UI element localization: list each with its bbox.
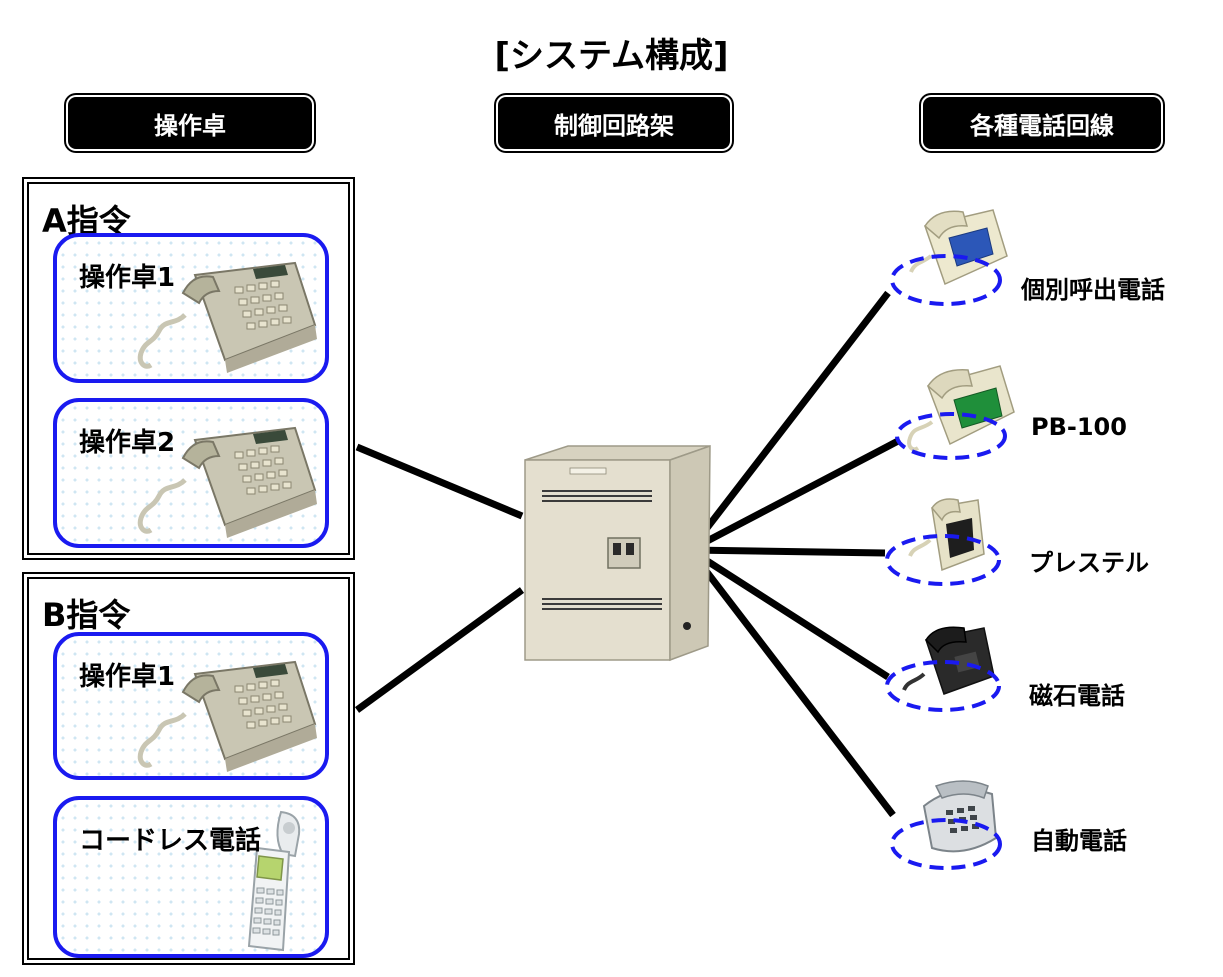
phone-line-label: PB-100 (1031, 413, 1127, 441)
header-control-rack: 制御回路架 (498, 97, 730, 149)
wire-line-4 (688, 547, 890, 680)
phone-line-label: プレステル (1029, 549, 1149, 577)
wire-b-command (354, 587, 525, 713)
telephone-icon (890, 780, 1002, 870)
telephone-icon (895, 365, 1015, 460)
phone-line-label: 自動電話 (1031, 827, 1127, 855)
cordless-phone-icon (247, 810, 301, 952)
phone-line-label: 個別呼出電話 (1021, 276, 1165, 304)
console-label: 操作卓2 (79, 428, 176, 458)
phone-line-label: 磁石電話 (1029, 682, 1125, 710)
group-b-command (22, 572, 355, 965)
group-b-label: B指令 (42, 596, 131, 634)
telephone-icon (890, 209, 1008, 306)
desk-phone-console-icon (137, 660, 317, 772)
wire-line-1 (687, 290, 891, 553)
telephone-icon (885, 626, 1001, 712)
console-a2[interactable]: 操作卓2 (53, 398, 329, 548)
desk-phone-console-icon (137, 426, 317, 538)
console-b2-cordless[interactable]: コードレス電話 (53, 796, 329, 958)
diagram-title: [システム構成] (494, 36, 729, 76)
wire-a-command (355, 443, 524, 520)
wire-line-3 (689, 546, 886, 557)
telephone-icon (885, 498, 1001, 586)
wire-line-5 (687, 547, 896, 818)
wire-line-2 (688, 436, 902, 554)
desk-phone-console-icon (137, 261, 317, 373)
console-label: 操作卓1 (79, 662, 176, 692)
group-a-command (22, 177, 355, 560)
header-console: 操作卓 (68, 97, 312, 149)
console-label: コードレス電話 (79, 826, 262, 856)
console-label: 操作卓1 (79, 263, 176, 293)
control-cabinet-icon (524, 444, 711, 662)
console-b1[interactable]: 操作卓1 (53, 632, 329, 780)
header-phone-lines: 各種電話回線 (923, 97, 1161, 149)
console-a1[interactable]: 操作卓1 (53, 233, 329, 383)
